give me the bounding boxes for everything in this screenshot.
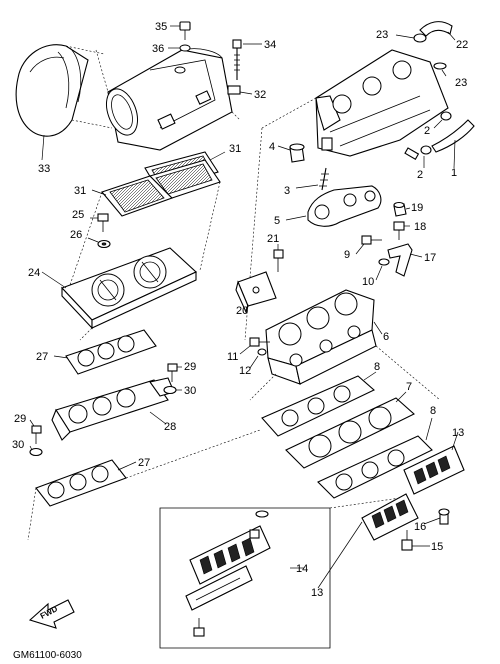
callout-c20: 20 — [236, 305, 248, 317]
callout-c27b: 27 — [138, 457, 150, 469]
callout-c5: 5 — [274, 215, 280, 227]
reed-detail-box — [159, 507, 331, 649]
air-filter-lower-part — [101, 159, 221, 217]
callout-c1: 1 — [451, 167, 457, 179]
callout-c30b: 30 — [12, 439, 24, 451]
callout-c36: 36 — [152, 43, 164, 55]
callout-c2a: 2 — [424, 125, 430, 137]
callout-c29b: 29 — [14, 413, 26, 425]
intake-boot-part — [15, 44, 89, 137]
callout-c8b: 8 — [430, 405, 436, 417]
callout-c23b: 23 — [455, 77, 467, 89]
clamp-23-top-part — [413, 33, 427, 43]
bolt-29-right-part — [167, 363, 178, 382]
bolt-9-part — [361, 235, 382, 245]
callout-c31b: 31 — [74, 185, 86, 197]
hose-1-part — [431, 119, 475, 153]
callout-c4: 4 — [269, 141, 275, 153]
bolt-29-left-part — [31, 425, 42, 444]
callout-c27a: 27 — [36, 351, 48, 363]
fitting-18-part — [393, 221, 405, 240]
callout-c7: 7 — [406, 381, 412, 393]
silencer-base-part — [61, 247, 197, 330]
callout-c25: 25 — [72, 209, 84, 221]
bolt-35-part — [179, 21, 191, 40]
callout-c18: 18 — [414, 221, 426, 233]
clamp-2-upper-part — [440, 111, 452, 121]
callout-c9: 9 — [344, 249, 350, 261]
adapter-plate-part — [51, 377, 175, 441]
gasket-8-lower-part — [317, 435, 433, 499]
washer-36-part — [179, 44, 191, 52]
callout-c28: 28 — [164, 421, 176, 433]
clamp-23-lower-part — [433, 62, 447, 70]
callout-c2b: 2 — [417, 169, 423, 181]
gasket-27-upper-part — [65, 329, 157, 375]
washer-16-part — [438, 508, 450, 525]
spacer-7-part — [285, 397, 415, 469]
callout-c12: 12 — [239, 365, 251, 377]
washer-12-part — [257, 348, 267, 356]
gasket-8-upper-part — [261, 375, 375, 437]
callout-c22: 22 — [456, 39, 468, 51]
diagram-code: GM61100-6030 — [13, 650, 82, 661]
gasket-27-lower-part — [35, 459, 127, 507]
manifold-block-part — [265, 289, 377, 385]
bracket-17-part — [387, 243, 413, 277]
callout-c29a: 29 — [184, 361, 196, 373]
nut-32-part — [227, 85, 241, 95]
washer-10-part — [378, 258, 390, 266]
washer-30-right-part — [163, 385, 177, 395]
callout-c30a: 30 — [184, 385, 196, 397]
callout-c13b: 13 — [311, 587, 323, 599]
callout-c35: 35 — [155, 21, 167, 33]
callout-c14: 14 — [296, 563, 308, 575]
bolt-25-part — [97, 213, 109, 232]
callout-c11: 11 — [227, 351, 238, 363]
intake-manifold-part — [315, 49, 449, 157]
callout-labels: GM61100-6030 122345678891011121313141516… — [12, 21, 468, 661]
bolt-11-part — [249, 337, 270, 347]
stud-34-part — [232, 39, 242, 80]
hose-22-part — [419, 21, 453, 37]
callout-c24: 24 — [28, 267, 40, 279]
grommet-4-part — [289, 143, 305, 163]
bolt-15-part — [401, 530, 413, 551]
washer-26-part — [97, 239, 111, 249]
bracket-20-part — [235, 271, 277, 314]
callout-c16: 16 — [414, 521, 426, 533]
callout-c33: 33 — [38, 163, 50, 175]
callout-c3: 3 — [284, 185, 290, 197]
callout-c10: 10 — [362, 276, 374, 288]
stud-3-part — [319, 167, 329, 191]
clamp-2-lower-part — [404, 145, 432, 160]
washer-30-left-part — [29, 447, 43, 457]
callout-c15: 15 — [431, 541, 443, 553]
callout-c32: 32 — [254, 89, 266, 101]
cap-19-part — [393, 201, 407, 217]
callout-c23a: 23 — [376, 29, 388, 41]
callout-c19: 19 — [411, 202, 423, 214]
callout-c34: 34 — [264, 39, 276, 51]
intake-silencer-case-part — [105, 48, 233, 151]
reed-valve-assembly-part — [361, 445, 465, 541]
callout-c26: 26 — [70, 229, 82, 241]
callout-c13a: 13 — [452, 427, 464, 439]
fwd-arrow-icon: FWD — [28, 599, 75, 629]
callout-c8a: 8 — [374, 361, 380, 373]
gasket-5-part — [307, 185, 382, 227]
callout-c17: 17 — [424, 252, 436, 264]
callout-c6: 6 — [383, 331, 389, 343]
callout-c31a: 31 — [229, 143, 241, 155]
callout-c21: 21 — [267, 233, 279, 245]
bolt-21-part — [273, 249, 284, 272]
